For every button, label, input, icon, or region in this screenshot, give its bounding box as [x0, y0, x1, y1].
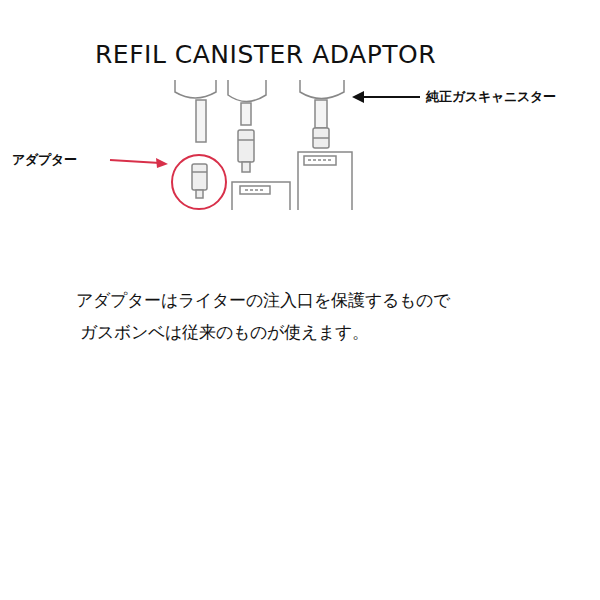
note-line: ガスボンベは従来のものが使えます。 — [80, 321, 369, 344]
adapter-label: アダプター — [12, 151, 77, 169]
canister-label: 純正ガスキャニスター — [426, 88, 556, 106]
note-line: アダプターはライターの注入口を保護するもので — [76, 289, 450, 312]
diagram-title: REFIL CANISTER ADAPTOR — [95, 40, 436, 69]
